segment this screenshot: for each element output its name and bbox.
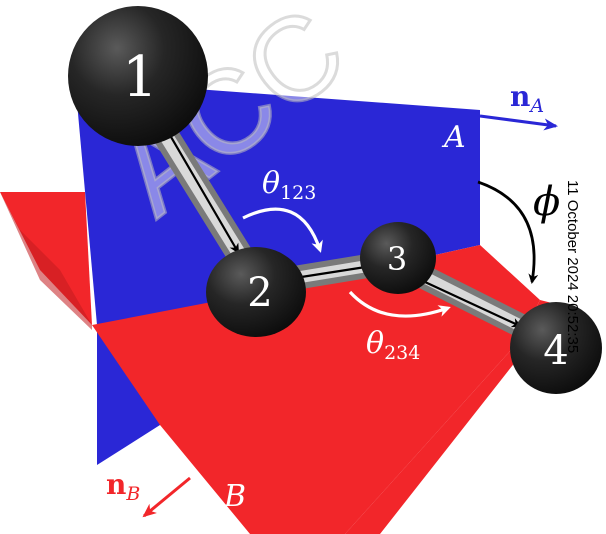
atom-2-sphere <box>206 247 306 337</box>
atom-3: 3 <box>360 222 436 294</box>
normal-b-subscript: B <box>125 483 140 505</box>
angle-theta-234: θ234 <box>348 290 451 364</box>
angle-theta-123: θ123 <box>242 166 323 253</box>
plane-b-rim <box>345 300 560 534</box>
vector-1-2 <box>159 117 240 254</box>
atom-3-sphere <box>360 222 436 294</box>
timestamp: 11 October 2024 20:52:35 <box>564 180 581 353</box>
atom-2: 2 <box>206 247 306 337</box>
theta-123-subscript: 123 <box>280 182 316 204</box>
normal-b-label: nB <box>106 468 140 505</box>
plane-b-dark-edge <box>0 192 92 330</box>
normal-a-arrow <box>479 114 558 131</box>
phi-label: ϕ <box>533 179 560 225</box>
plane-b <box>0 192 92 330</box>
plane-b-label: B <box>223 479 246 514</box>
dihedral-phi: ϕ <box>477 179 560 284</box>
theta-234-subscript: 234 <box>384 342 420 364</box>
normal-a-label: nA <box>510 80 544 117</box>
phi-arc-arrow <box>477 180 539 284</box>
theta-234-arc-arrow <box>348 290 451 318</box>
vector-3-4 <box>424 281 522 328</box>
atom-4-sphere <box>510 302 602 394</box>
normal-a-subscript: A <box>528 95 544 117</box>
theta-123-symbol: θ <box>262 166 280 201</box>
normal-b-arrow <box>142 476 191 518</box>
atom-1-label: 1 <box>122 45 158 110</box>
theta-234-symbol: θ <box>366 326 384 361</box>
atom-3-label: 3 <box>387 240 407 278</box>
atom-1: 1 <box>68 6 208 146</box>
atom-2-label: 2 <box>247 270 272 316</box>
plane-a-label: A <box>441 120 466 155</box>
theta-123-label: θ123 <box>262 166 316 204</box>
atom-4-label: 4 <box>543 328 568 374</box>
plane-b-front <box>92 245 540 534</box>
atom-4: 4 <box>510 302 602 394</box>
atom-1-sphere <box>68 6 208 146</box>
theta-234-label: θ234 <box>366 326 420 364</box>
theta-123-arc-arrow <box>242 207 323 253</box>
normal-a-bold: n <box>510 80 530 113</box>
normal-b-bold: n <box>106 468 126 501</box>
